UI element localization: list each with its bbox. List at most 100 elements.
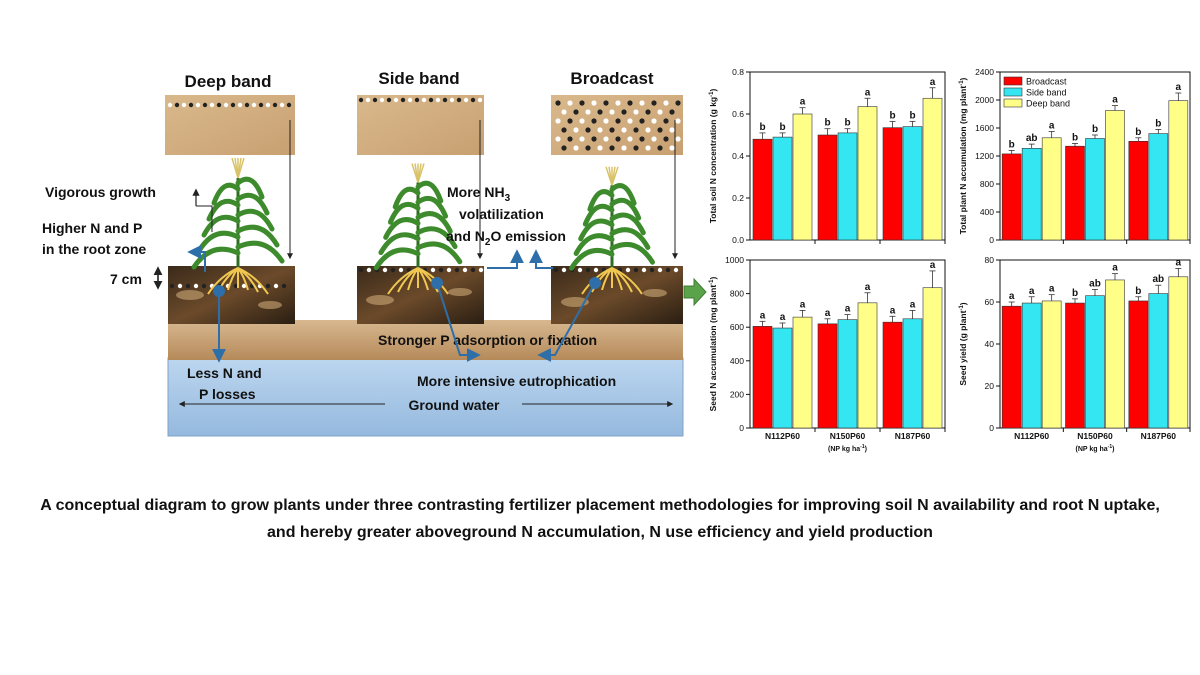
strip-dot [675,100,681,106]
y-tick-label: 60 [985,297,995,307]
legend-label: Deep band [1026,99,1070,109]
strip-dot [442,97,448,103]
significance-letter: a [1029,286,1035,297]
x-axis-label-end: ) [1112,446,1114,453]
strip-dot [627,118,633,124]
y-tick-label: 0.2 [732,193,744,203]
y-axis-label-text: Seed N accumulation (mg plant [708,285,718,412]
strip-dot [195,102,201,108]
x-tick-label: N187P60 [895,431,931,441]
strip-dot [477,97,483,103]
strip-dot [567,118,573,124]
strip-dot [645,145,651,151]
strip-dot [188,102,194,108]
significance-letter: b [909,110,915,121]
strip-dot [663,100,669,106]
fertilizer-dot [577,267,583,273]
fertilizer-dot [625,267,631,273]
strip-dot [639,100,645,106]
significance-letter: a [845,304,851,315]
fertilizer-dot [470,267,476,273]
strip-dot [470,97,476,103]
fertilizer-dot [201,283,207,289]
strip-dot [463,97,469,103]
plant-leaf [235,240,285,264]
strip-dot [421,97,427,103]
legend-swatch [1003,87,1023,97]
y-tick-label: 1000 [725,255,744,265]
significance-letter: b [1155,118,1161,129]
strip-dot [675,118,681,124]
significance-letter: b [844,118,850,129]
strip-dot [639,118,645,124]
significance-letter: a [1049,121,1055,132]
strip-dot [579,136,585,142]
fertilizer-dot [454,267,460,273]
strip-dot [657,109,663,115]
y-tick-label: 400 [730,356,744,366]
strip-dot [272,102,278,108]
strip-dot [181,102,187,108]
strip-dot [651,100,657,106]
strip-dot [372,97,378,103]
strip-dot [597,127,603,133]
bar [837,132,858,241]
y-axis-label-end: ) [708,89,718,92]
groundwater-layer [167,357,684,437]
y-axis-label: Seed yield (g plant-1) [958,302,968,385]
y-axis-label-sup: -1 [959,80,965,86]
fertilizer-dot [358,267,364,273]
strip-dot [615,118,621,124]
strip-dot [675,136,681,142]
bar [772,327,793,429]
strip-dot [265,102,271,108]
strip-dot [585,109,591,115]
plant-leaf [415,211,453,234]
y-tick-label: 80 [985,255,995,265]
label-less-losses-1: Less N and [187,365,262,381]
fertilizer-dot [390,267,396,273]
strip-dot [209,102,215,108]
strip-dot [645,109,651,115]
y-axis-label-text: Total soil N concentration (g kg [708,97,718,223]
strip-dot [400,97,406,103]
strip-dot [216,102,222,108]
bar [1065,302,1085,429]
y-tick-label: 0 [739,423,744,433]
y-tick-label: 600 [730,322,744,332]
x-axis-label-sup: -1 [1108,444,1113,450]
significance-letter: b [1009,139,1015,150]
bar [1001,153,1022,241]
plant-leaf [578,218,615,242]
significance-letter: a [1112,263,1118,274]
significance-letter: b [889,110,895,121]
strip-dot [669,127,675,133]
label-groundwater: Ground water [408,397,500,413]
strip-dot [230,102,236,108]
strip-dot [621,127,627,133]
x-axis-label-text: (NP kg ha [1076,446,1108,453]
strip-dot [393,97,399,103]
strip-dot [669,109,675,115]
strip-dot [279,102,285,108]
y-axis-label-end: ) [958,302,968,305]
y-axis-label: Seed N accumulation (mg plant-1) [708,276,718,411]
fertilizer-dot [382,267,388,273]
strip-dot [414,97,420,103]
plant-leaf [609,197,642,221]
y-tick-label: 0.4 [732,151,744,161]
strip-dot [555,100,561,106]
strip-dot [621,145,627,151]
bar [1041,137,1062,241]
strip-dot [591,100,597,106]
plant-leaf [211,182,241,206]
plant-leaf [415,226,458,250]
y-axis-label: Total plant N accumulation (mg plant-1) [958,77,968,234]
y-tick-label: 0.8 [732,67,744,77]
bar [902,318,923,429]
bar [792,316,813,429]
y-tick-label: 400 [980,207,994,217]
strip-dot [657,145,663,151]
bar [902,126,923,241]
